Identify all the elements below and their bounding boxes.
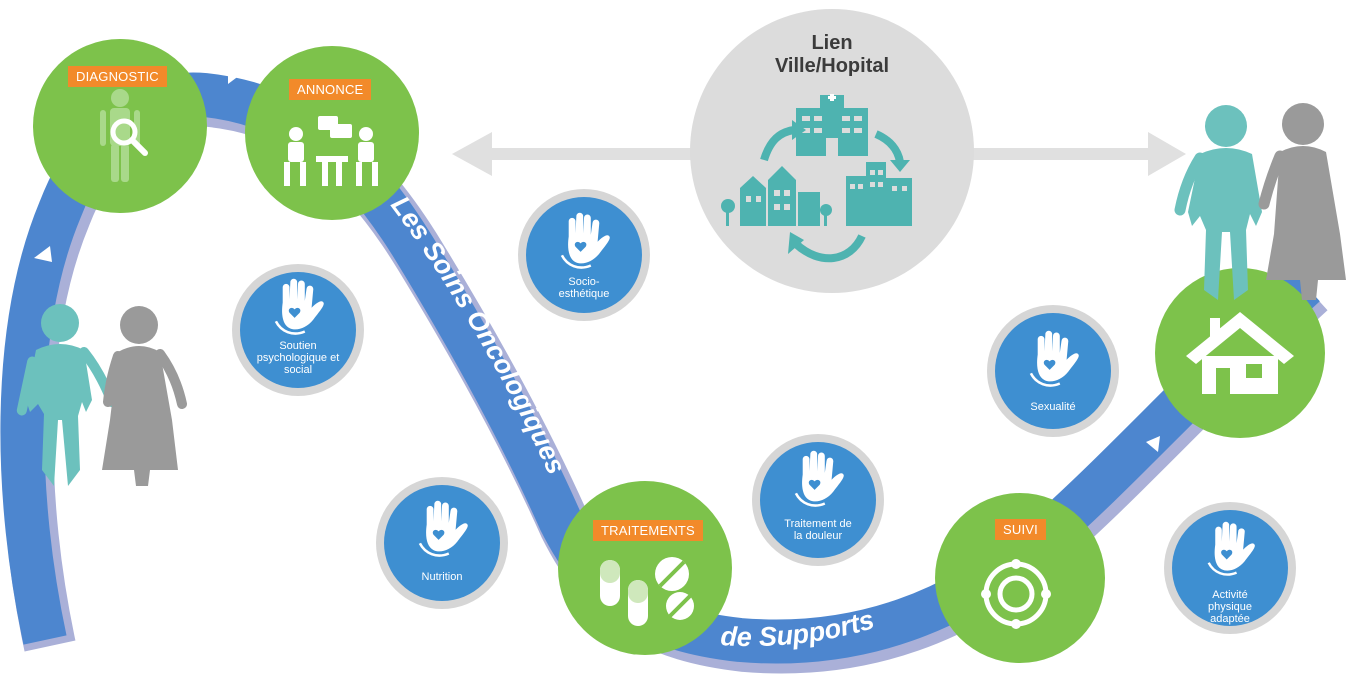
stage-annonce: [245, 46, 419, 220]
care-label-socio: Socio- esthétique: [529, 276, 639, 300]
arrow-right-icon: [1148, 132, 1186, 176]
tag-diagnostic: DIAGNOSTIC: [68, 66, 167, 87]
couple-left-icon: [16, 304, 187, 486]
stage-traitements: [558, 481, 732, 655]
pills-icon: [600, 557, 694, 626]
care-label-activite: Activité physique adaptée: [1175, 589, 1285, 625]
care-nutrition: [376, 477, 508, 609]
care-label-line: Sexualité: [1030, 401, 1076, 413]
arrow-left-icon: [452, 132, 492, 176]
care-label-douleur: Traitement de la douleur: [763, 518, 873, 542]
care-label-sexualite: Sexualité: [998, 401, 1108, 413]
care-label-line: Socio-: [568, 276, 600, 288]
care-label-line: psychologique et: [256, 352, 340, 364]
care-soutien: [232, 264, 364, 396]
care-activite: [1164, 502, 1296, 634]
care-label-line: adaptée: [1210, 613, 1250, 625]
hospital-city-cycle-icon: [721, 94, 912, 263]
care-douleur: [752, 434, 884, 566]
lien-title: Lien Ville/Hopital: [752, 32, 912, 78]
care-label-nutrition: Nutrition: [387, 571, 497, 583]
path-arrow-icon: [34, 246, 52, 262]
path-arrow-icon: [228, 66, 240, 84]
house-icon: [1186, 312, 1294, 394]
tag-annonce: ANNONCE: [289, 79, 372, 100]
care-label-line: Soutien: [279, 340, 317, 352]
care-label-line: la douleur: [793, 530, 843, 542]
stage-suivi: [935, 493, 1105, 663]
care-label-line: Nutrition: [421, 571, 463, 583]
care-label-soutien: Soutien psychologique et social: [243, 340, 353, 376]
lien-title-line2: Ville/Hopital: [774, 55, 890, 77]
care-label-line: physique: [1207, 601, 1253, 613]
care-label-line: social: [283, 364, 313, 376]
care-socio: [518, 189, 650, 321]
care-label-line: Activité: [1212, 589, 1248, 601]
lien-title-line1: Lien: [811, 32, 853, 54]
stage-home: [1155, 268, 1325, 438]
tag-traitements: TRAITEMENTS: [593, 520, 703, 541]
lien-arrows: [452, 132, 1186, 176]
care-sexualite: [987, 305, 1119, 437]
care-label-line: esthétique: [558, 288, 610, 300]
care-label-line: Traitement de: [784, 518, 852, 530]
path-arrow-icon: [1146, 436, 1160, 452]
meeting-icon: [284, 116, 378, 186]
tag-suivi: SUIVI: [995, 519, 1046, 540]
couple-right-icon: [1174, 103, 1346, 300]
